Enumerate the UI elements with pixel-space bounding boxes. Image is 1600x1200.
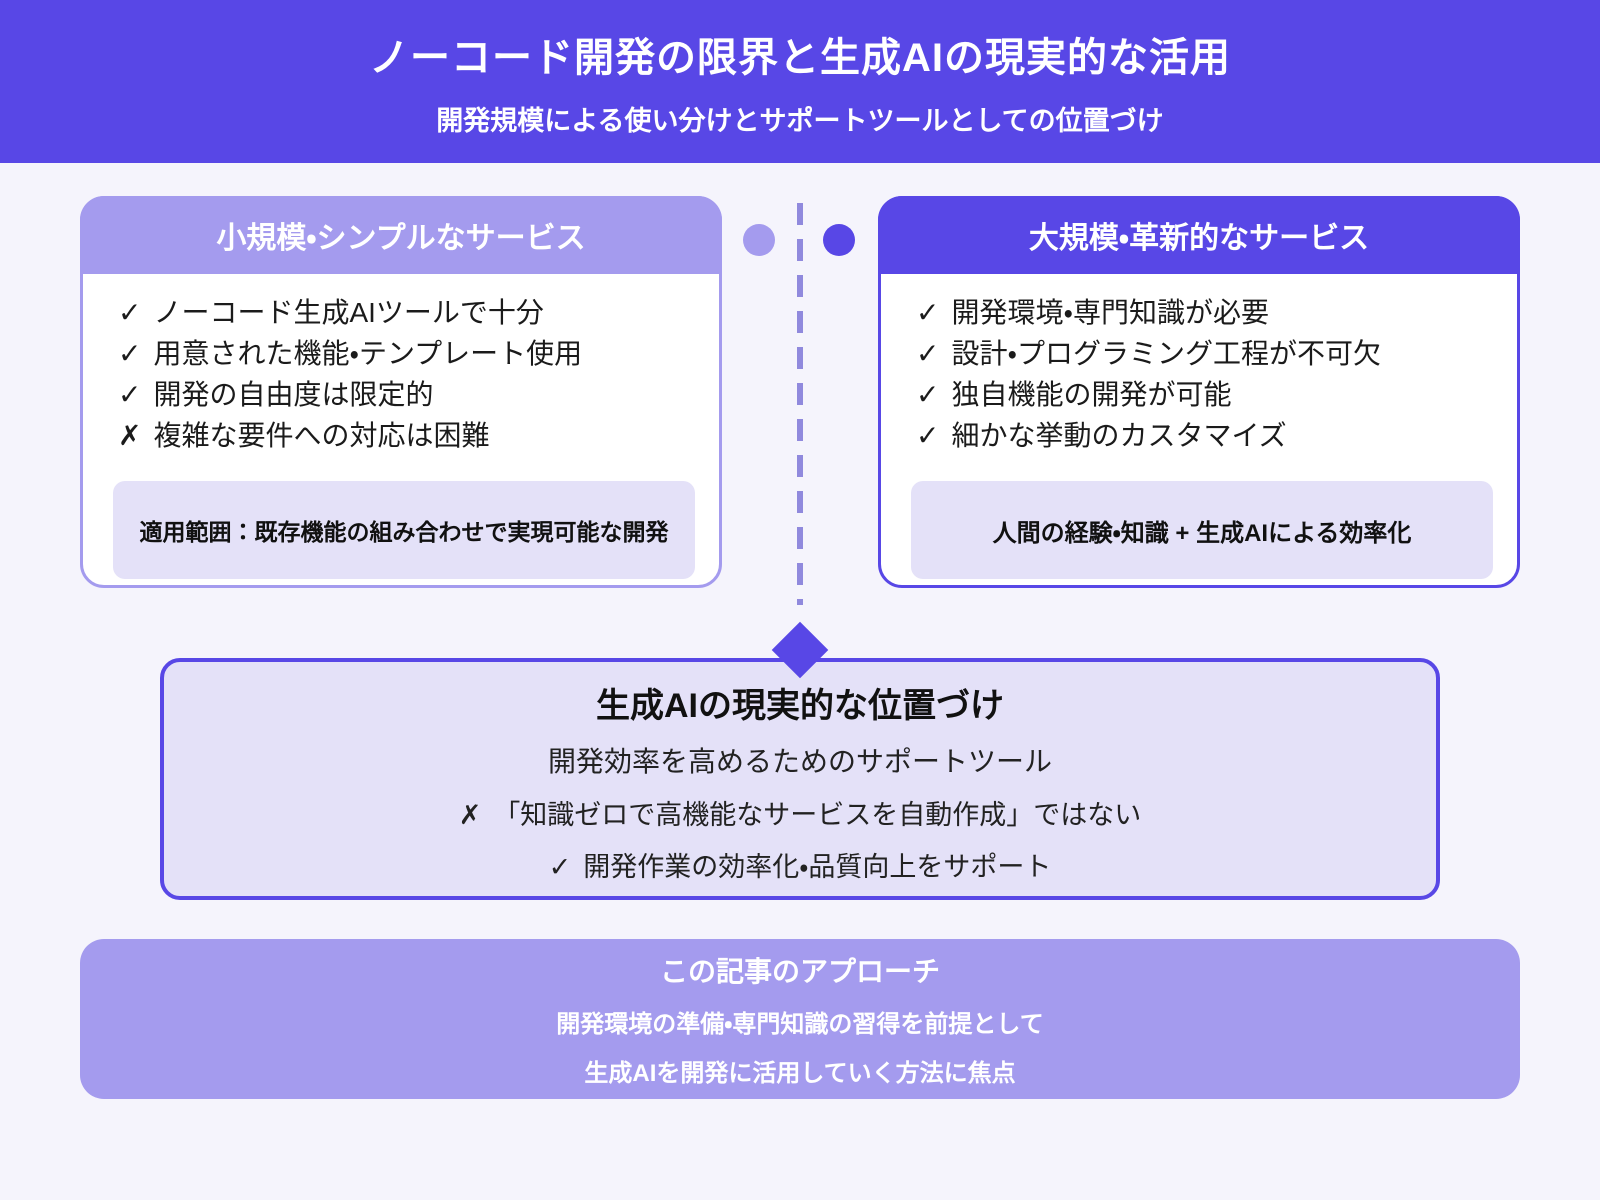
check-icon: ✓ <box>548 852 572 882</box>
scope-chip-text: 適用範囲：既存機能の組み合わせで実現可能な開発 <box>139 519 669 545</box>
check-icon: ✓ <box>916 420 940 451</box>
checklist-item-text: 開発環境・専門知識が必要 <box>951 297 1269 328</box>
checklist-item: ✓ 用意された機能・テンプレート使用 <box>118 333 699 374</box>
check-icon: ✓ <box>916 297 940 328</box>
page-title: ノーコード開発の限界と生成AIの現実的な活用 <box>369 36 1231 80</box>
checklist-item-text: 設計・プログラミング工程が不可欠 <box>951 338 1381 369</box>
checklist-item-text: 独自機能の開発が可能 <box>951 379 1232 410</box>
checklist-item: ✓ 設計・プログラミング工程が不可欠 <box>916 333 1497 374</box>
article-approach-title: この記事のアプローチ <box>659 956 940 987</box>
check-icon: ✓ <box>118 338 142 369</box>
check-icon: ✓ <box>916 379 940 410</box>
checklist-item-text: ノーコード生成AIツールで十分 <box>153 297 544 328</box>
check-icon: ✓ <box>118 297 142 328</box>
article-approach-line: 開発環境の準備・専門知識の習得を前提として <box>556 1011 1044 1038</box>
large-scale-checklist: ✓ 開発環境・専門知識が必要 ✓ 設計・プログラミング工程が不可欠 ✓ 独自機能の開発… <box>916 292 1497 456</box>
ai-positioning-point: ✓ 開発作業の効率化・品質向上をサポート <box>549 845 1052 884</box>
cross-icon: ✗ <box>118 420 142 451</box>
article-approach-box: この記事のアプローチ 開発環境の準備・専門知識の習得を前提として 生成AIを開発… <box>80 939 1520 1099</box>
check-icon: ✓ <box>916 338 940 369</box>
left-dot-icon <box>743 224 775 256</box>
point-text: 開発作業の効率化・品質向上をサポート <box>583 852 1052 882</box>
small-scale-scope-chip: 適用範囲：既存機能の組み合わせで実現可能な開発 <box>113 481 695 579</box>
dashed-divider <box>797 203 803 605</box>
checklist-item: ✓ 開発環境・専門知識が必要 <box>916 292 1497 333</box>
ai-positioning-box: 生成AIの現実的な位置づけ 開発効率を高めるためのサポートツール ✗ 「知識ゼロで… <box>160 658 1440 900</box>
large-scale-card-title: 大規模・革新的なサービス <box>1028 222 1370 255</box>
checklist-item-text: 複雑な要件への対応は困難 <box>153 420 490 451</box>
scope-chip-text: 人間の経験・知識 + 生成AIによる効率化 <box>992 519 1412 547</box>
checklist-item: ✓ ノーコード生成AIツールで十分 <box>118 292 699 333</box>
checklist-item: ✓ 開発の自由度は限定的 <box>118 374 699 415</box>
right-dot-icon <box>823 224 855 256</box>
ai-positioning-point: ✗ 「知識ゼロで高機能なサービスを自動作成」ではない <box>459 793 1142 832</box>
checklist-item: ✗ 複雑な要件への対応は困難 <box>118 415 699 456</box>
small-scale-card: 小規模・シンプルなサービス ✓ ノーコード生成AIツールで十分 ✓ 用意された機能・… <box>80 196 722 588</box>
check-icon: ✓ <box>118 379 142 410</box>
large-scale-card: 大規模・革新的なサービス ✓ 開発環境・専門知識が必要 ✓ 設計・プログラミング工程… <box>878 196 1520 588</box>
checklist-item: ✓ 独自機能の開発が可能 <box>916 374 1497 415</box>
page-subtitle: 開発規模による使い分けとサポートツールとしての位置づけ <box>436 106 1164 136</box>
small-scale-checklist: ✓ ノーコード生成AIツールで十分 ✓ 用意された機能・テンプレート使用 ✓ 開発の自… <box>118 292 699 456</box>
header-banner: ノーコード開発の限界と生成AIの現実的な活用 開発規模による使い分けとサポートツ… <box>0 0 1600 163</box>
large-scale-scope-chip: 人間の経験・知識 + 生成AIによる効率化 <box>911 481 1493 579</box>
cross-icon: ✗ <box>458 800 482 830</box>
checklist-item: ✓ 細かな挙動のカスタマイズ <box>916 415 1497 456</box>
article-approach-line: 生成AIを開発に活用していく方法に焦点 <box>584 1060 1016 1087</box>
small-scale-card-header: 小規模・シンプルなサービス <box>80 196 722 274</box>
ai-positioning-subtitle: 開発効率を高めるためのサポートツール <box>547 746 1052 777</box>
checklist-item-text: 細かな挙動のカスタマイズ <box>951 420 1287 451</box>
ai-positioning-title: 生成AIの現実的な位置づけ <box>596 687 1004 725</box>
checklist-item-text: 用意された機能・テンプレート使用 <box>153 338 583 369</box>
small-scale-card-title: 小規模・シンプルなサービス <box>216 222 586 255</box>
large-scale-card-header: 大規模・革新的なサービス <box>878 196 1520 274</box>
checklist-item-text: 開発の自由度は限定的 <box>153 379 434 410</box>
point-text: 「知識ゼロで高機能なサービスを自動作成」ではない <box>493 800 1142 830</box>
